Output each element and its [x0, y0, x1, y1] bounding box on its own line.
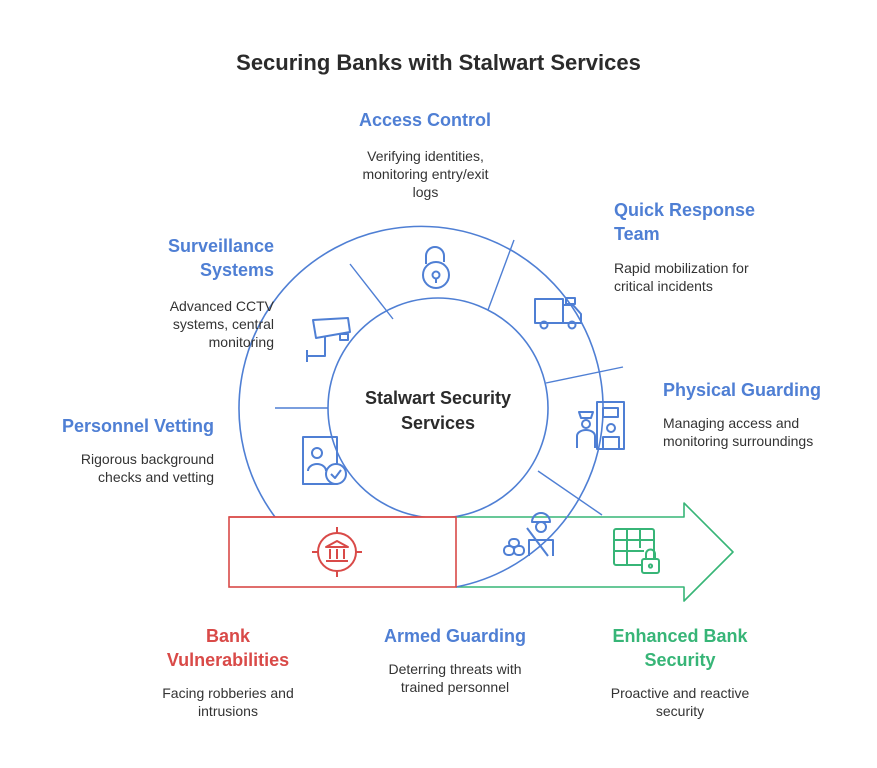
guard-scanner-icon [576, 401, 625, 450]
segment-dividers [275, 239, 624, 516]
cctv-camera-icon [306, 317, 351, 362]
center-label: Stalwart Security Services [348, 386, 528, 436]
center-label-line1: Stalwart Security [364, 388, 512, 408]
access-control-description: Verifying identities, monitoring entry/e… [362, 148, 489, 200]
secure-vault-icon [613, 528, 660, 574]
armed-guarding-title: Armed Guarding [383, 626, 526, 646]
bank-vulnerabilities-title: Bank Vulnerabilities [166, 626, 290, 670]
access-control-title: Access Control [358, 110, 492, 130]
personnel-vetting-description: Rigorous background checks and vetting [80, 451, 214, 485]
outcome-arrow [456, 502, 734, 602]
outer-ring [238, 225, 604, 588]
quick-response-title: Quick Response Team [614, 200, 756, 244]
armed-guarding-description: Deterring threats with trained personnel [388, 661, 522, 695]
padlock-icon [422, 246, 450, 289]
page-title: Securing Banks with Stalwart Services [236, 50, 641, 75]
id-check-icon [302, 436, 347, 485]
quick-response-description: Rapid mobilization for critical incident… [614, 260, 749, 294]
personnel-vetting-title: Personnel Vetting [61, 416, 214, 436]
bank-target-icon [312, 527, 362, 577]
enhanced-security-description: Proactive and reactive security [610, 685, 750, 719]
armed-guard-icon [503, 512, 554, 557]
surveillance-description: Advanced CCTV systems, central monitorin… [169, 298, 274, 350]
enhanced-security-title: Enhanced Bank Security [612, 626, 748, 670]
physical-guarding-title: Physical Guarding [663, 380, 822, 400]
physical-guarding-description: Managing access and monitoring surroundi… [663, 415, 814, 449]
bank-vulnerabilities-description: Facing robberies and intrusions [162, 685, 294, 719]
response-truck-icon [534, 297, 582, 330]
vulnerability-box [228, 516, 457, 588]
surveillance-title: Surveillance Systems [167, 236, 274, 280]
center-label-line2: Services [400, 413, 476, 433]
